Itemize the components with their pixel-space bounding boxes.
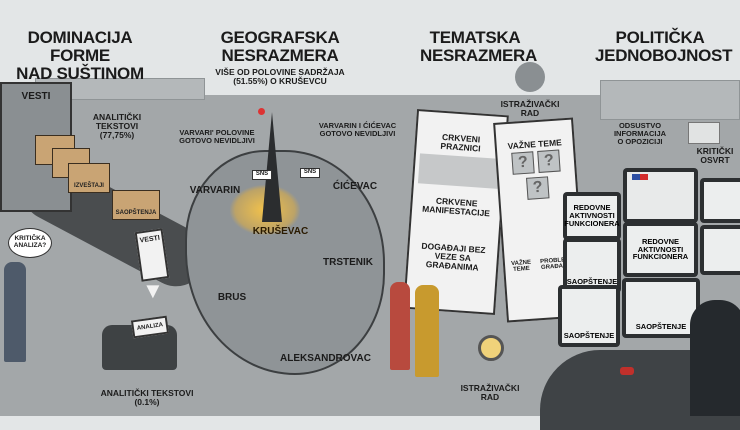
town-aleksandrovac: ALEKSANDROVAC xyxy=(280,353,371,364)
question-box: ? xyxy=(511,151,535,175)
box-reports: IZVEŠTAJI xyxy=(68,163,110,193)
town-brus: BRUS xyxy=(217,292,247,303)
machine-label: VESTI xyxy=(21,91,51,102)
headline: CRKVENI PRAZNICI xyxy=(440,131,481,154)
tv-monitor: SAOPŠTENJE xyxy=(558,285,620,347)
headline: DOGAĐAJI BEZ VEZE SA GRAĐANIMA xyxy=(421,240,486,273)
geo-subtitle: VIŠE OD POLOVINE SADRŽAJA(51.55%) O KRUŠ… xyxy=(215,67,345,86)
headline: CRKVENE MANIFESTACIJE xyxy=(421,195,491,219)
arrow-down-icon: ▼ xyxy=(142,278,164,303)
question-box: ? xyxy=(537,149,561,173)
tv-monitor: SAOPŠTENJE xyxy=(622,278,700,338)
newspaper-left-page: CRKVENI PRAZNICI CRKVENE MANIFESTACIJE D… xyxy=(403,109,509,315)
sns-sign: SNS xyxy=(300,168,320,178)
person-thinking xyxy=(4,262,26,362)
sns-sign: SNS xyxy=(252,170,272,180)
person-man xyxy=(415,285,439,377)
blank-screen xyxy=(688,122,720,144)
tv-monitor xyxy=(700,225,740,275)
red-button xyxy=(620,367,634,375)
city-skyline-right xyxy=(600,80,740,120)
operator-official xyxy=(690,300,740,416)
person-woman xyxy=(390,282,410,370)
tv-monitor: REDOVNE AKTIVNOSTI FUNKCIONERA xyxy=(563,192,621,240)
tv-monitor xyxy=(623,168,698,223)
town-trstenik: TRSTENIK xyxy=(323,257,373,268)
town-cicevac: ĆIĆEVAC xyxy=(332,181,378,192)
town-krusevac: KRUŠEVAC xyxy=(252,226,309,237)
tv-monitor: SAOPŠTENJE xyxy=(563,238,621,293)
party-logo xyxy=(632,174,648,180)
spotlight-icon xyxy=(478,335,504,361)
question-box: ? xyxy=(526,176,550,200)
broadcast-tower xyxy=(262,112,282,222)
subhead: VAŽNE TEME xyxy=(510,259,532,274)
box-statements: SAOPŠTENJA xyxy=(112,190,160,220)
tv-monitor: REDOVNE AKTIVNOSTI FUNKCIONERA xyxy=(623,222,698,277)
tv-monitor xyxy=(700,178,740,223)
analytic-bottom-label: ANALITIČKI TEKSTOVI(0.1%) xyxy=(100,388,194,407)
town-varvarin: VARVARIN xyxy=(189,185,241,196)
tower-light xyxy=(258,108,265,115)
megaphone-icon xyxy=(515,62,545,92)
church-image xyxy=(417,153,500,189)
thought-bubble: KRITIČKA ANALIZA? xyxy=(8,228,52,258)
